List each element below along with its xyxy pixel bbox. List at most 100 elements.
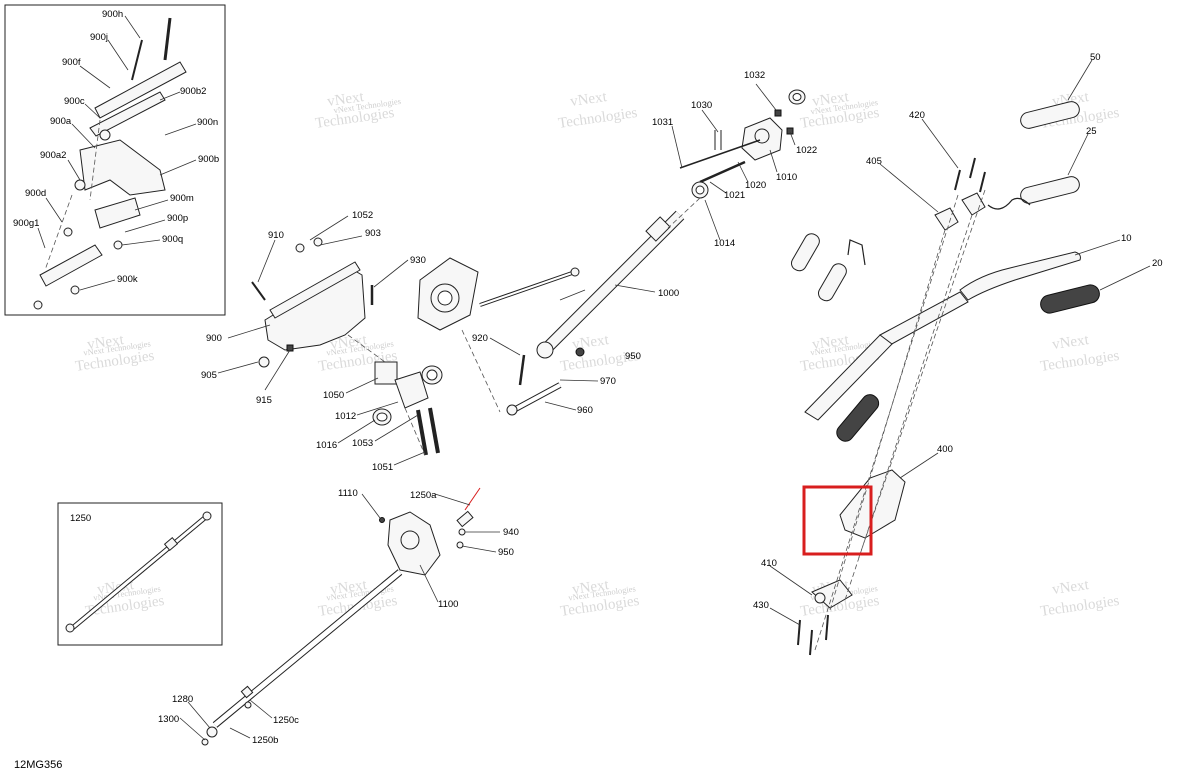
callout-label: 1051	[372, 462, 393, 473]
callout-label: 900p	[167, 213, 188, 224]
callout-label: 1016	[316, 440, 337, 451]
inset-slider-part	[94, 197, 141, 229]
svg-text:vNext: vNext	[571, 577, 610, 598]
callout-label: 900d	[25, 188, 46, 199]
callout-label: 900b2	[180, 86, 206, 97]
callout-label: 920	[472, 333, 488, 344]
callout-label: 915	[256, 395, 272, 406]
watermark: vNext Technologies vNext Technologies	[74, 332, 155, 375]
figure-code: 12MG356	[14, 759, 62, 771]
callout-label: 903	[365, 228, 381, 239]
callout-label: 25	[1086, 126, 1097, 137]
watermark: vNext Technologies	[557, 89, 638, 132]
watermark: vNext Technologies	[1039, 332, 1120, 375]
callout-label: 900n	[197, 117, 218, 128]
callout-label: 900k	[117, 274, 138, 285]
callout-label: 900	[206, 333, 222, 344]
callout-label: 950	[625, 351, 641, 362]
grip-50-part	[1020, 101, 1080, 129]
callout-label: 1052	[352, 210, 373, 221]
callout-label: 1250b	[252, 735, 278, 746]
svg-text:Technologies: Technologies	[1039, 593, 1120, 620]
callout-label: 10	[1121, 233, 1132, 244]
inset-rail-part	[94, 61, 187, 119]
callout-label: 1110	[338, 488, 358, 499]
callout-label: 400	[937, 444, 953, 455]
watermark: vNext Technologies vNext Technologies	[559, 577, 640, 620]
inset-rail-lower-part	[89, 91, 166, 137]
watermark: vNext Technologies vNext Technologies	[314, 89, 401, 132]
callout-label: 1014	[714, 238, 735, 249]
inset-title: 1250	[70, 513, 91, 524]
watermark: vNext Technologies	[1039, 577, 1120, 620]
callout-label: 910	[268, 230, 284, 241]
callout-label: 970	[600, 376, 616, 387]
svg-text:vNext: vNext	[569, 89, 608, 110]
handlebar-part	[959, 251, 1081, 301]
callout-label: 20	[1152, 258, 1163, 269]
highlight-box	[802, 485, 873, 556]
inset-bracket-part	[79, 139, 166, 196]
callout-label: 405	[866, 156, 882, 167]
callout-label: 900f	[62, 57, 81, 68]
svg-text:vNext: vNext	[1051, 332, 1090, 353]
callout-label: 410	[761, 558, 777, 569]
callout-label: 1021	[724, 190, 745, 201]
svg-text:vNext: vNext	[86, 332, 125, 353]
inset-900-box: 900h 900j 900f 900c 900b2 900a 900n 900a…	[4, 4, 226, 316]
callout-label: 960	[577, 405, 593, 416]
support-assembly	[251, 237, 501, 456]
callout-label: 1010	[776, 172, 797, 183]
callout-label: 1030	[691, 100, 712, 111]
callout-label: 1012	[335, 411, 356, 422]
watermark: vNext Technologies vNext Technologies	[799, 89, 880, 132]
svg-text:vNext: vNext	[1051, 577, 1090, 598]
callout-label: 950	[498, 547, 514, 558]
lower-shaft	[201, 487, 481, 746]
callout-label: 900b	[198, 154, 219, 165]
callout-label: 420	[909, 110, 925, 121]
watermarks: vNext Technologies vNext Technologies vN…	[74, 89, 1120, 620]
bar-end-part	[818, 263, 847, 302]
callout-label: 900g1	[13, 218, 39, 229]
callout-label: 1031	[652, 117, 673, 128]
callout-label: 50	[1090, 52, 1101, 63]
handlebar-assembly	[790, 101, 1100, 656]
svg-text:Technologies: Technologies	[1039, 348, 1120, 375]
callout-label: 930	[410, 255, 426, 266]
callout-label: 1032	[744, 70, 765, 81]
callout-label: 1250c	[273, 715, 299, 726]
leader-lines	[179, 59, 1151, 741]
callout-label: 1000	[658, 288, 679, 299]
callout-label: 1053	[352, 438, 373, 449]
callout-label: 1300	[158, 714, 179, 725]
svg-text:vNext: vNext	[326, 89, 365, 110]
inset-plate-part	[39, 244, 103, 287]
callout-label: 900a2	[40, 150, 66, 161]
callout-label: 1050	[323, 390, 344, 401]
callout-label: 1020	[745, 180, 766, 191]
svg-text:vNext: vNext	[811, 89, 850, 110]
callout-label: 940	[503, 527, 519, 538]
callout-labels: 50 25 10 20 420 405 400 410 430 1032 103…	[158, 52, 1163, 746]
callout-label: 1280	[172, 694, 193, 705]
callout-label: 430	[753, 600, 769, 611]
grip-left-part	[836, 394, 880, 442]
callout-label: 900a	[50, 116, 72, 127]
bar-end-part	[790, 233, 820, 272]
callout-label: 1250a	[410, 490, 437, 501]
callout-label: 900c	[64, 96, 85, 107]
callout-label: 900q	[162, 234, 183, 245]
svg-text:vNext: vNext	[329, 577, 368, 598]
callout-label: 900m	[170, 193, 194, 204]
callout-label: 900j	[90, 32, 108, 43]
svg-text:Technologies: Technologies	[557, 105, 638, 132]
inset-1250-box: 1250	[57, 502, 223, 646]
steering-column	[479, 89, 806, 416]
callout-label: 1100	[438, 599, 458, 610]
callout-label: 905	[201, 370, 217, 381]
svg-text:vNext: vNext	[811, 332, 850, 353]
grip-25-part	[1020, 176, 1080, 204]
grip-20-part	[1040, 284, 1100, 314]
